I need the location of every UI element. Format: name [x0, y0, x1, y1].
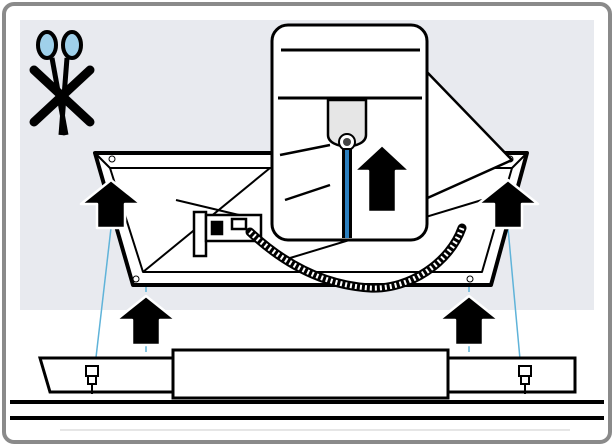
arrow-up-icon — [437, 294, 501, 347]
cross-icon — [29, 65, 95, 127]
arrow-up-icon — [476, 178, 540, 230]
arrow-up-icon — [114, 294, 178, 347]
arrow-up-icon — [352, 143, 412, 214]
centre-block — [171, 348, 450, 400]
base-unit — [10, 348, 604, 431]
screw-icon — [85, 365, 99, 394]
arrow-up-icon — [79, 178, 143, 230]
magnifier-callout — [270, 23, 429, 242]
screw-icon — [518, 365, 532, 394]
